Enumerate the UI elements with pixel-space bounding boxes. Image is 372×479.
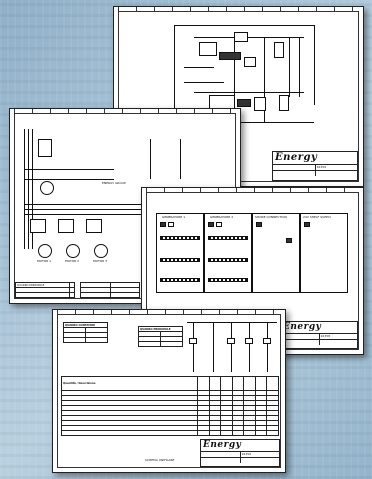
module-generatore-2 <box>204 213 252 293</box>
title-block: Energy 16359 <box>272 151 358 181</box>
title-block: Energy 16358 <box>280 321 358 349</box>
drawing-code: 16359 <box>241 452 252 456</box>
column-title-4: 24V SHELF SUPPLY <box>303 215 332 219</box>
footer-caption: SCHEMA UNIFILARE <box>145 458 175 462</box>
brand-logo: Energy <box>275 152 318 163</box>
brand-logo: Energy <box>203 440 242 450</box>
brand-logo: Energy <box>283 322 322 332</box>
module-generatore-1 <box>156 213 204 293</box>
motor-label-3: MOTOR 3 <box>93 259 108 263</box>
component-table-header: Quantità / Descrizione <box>60 376 199 391</box>
motor-label-2: MOTOR 2 <box>65 259 80 263</box>
title-block: Energy 16359 <box>200 439 280 467</box>
sheet-frame <box>57 314 281 468</box>
panel-table-principale: QUADRO PRINCIPALE <box>138 326 183 347</box>
group-label: ENERGY GROUP <box>102 181 126 185</box>
module-shore-connection <box>252 213 300 293</box>
sheet-ruler-top <box>14 109 236 113</box>
sheet-ruler-top <box>118 7 359 11</box>
motor-label-1: MOTOR 1 <box>37 259 52 263</box>
legend-table: QUADRO PRINCIPALE <box>15 282 76 298</box>
motor-schematic <box>10 109 240 303</box>
column-title-3: SHORE CONNECTION <box>255 215 287 219</box>
revision-table <box>80 282 140 298</box>
sheet-ruler-top <box>57 310 281 314</box>
drawing-code: 16359 <box>316 165 327 169</box>
drawing-code: 16358 <box>320 334 331 338</box>
panel-table-contatori: QUADRO CONTATORI <box>63 322 108 343</box>
component-table: Quantità / Descrizione <box>60 376 279 436</box>
column-title-1: GENERATORE 1 <box>162 215 186 219</box>
power-schematic <box>114 7 363 186</box>
module-24v-supply <box>300 213 348 293</box>
sheet-ruler-top <box>146 188 359 192</box>
drawing-sheet-4: QUADRO CONTATORI QUADRO PRINCIPALE Quant… <box>52 309 286 473</box>
column-title-2: GENERATORE 2 <box>210 215 234 219</box>
